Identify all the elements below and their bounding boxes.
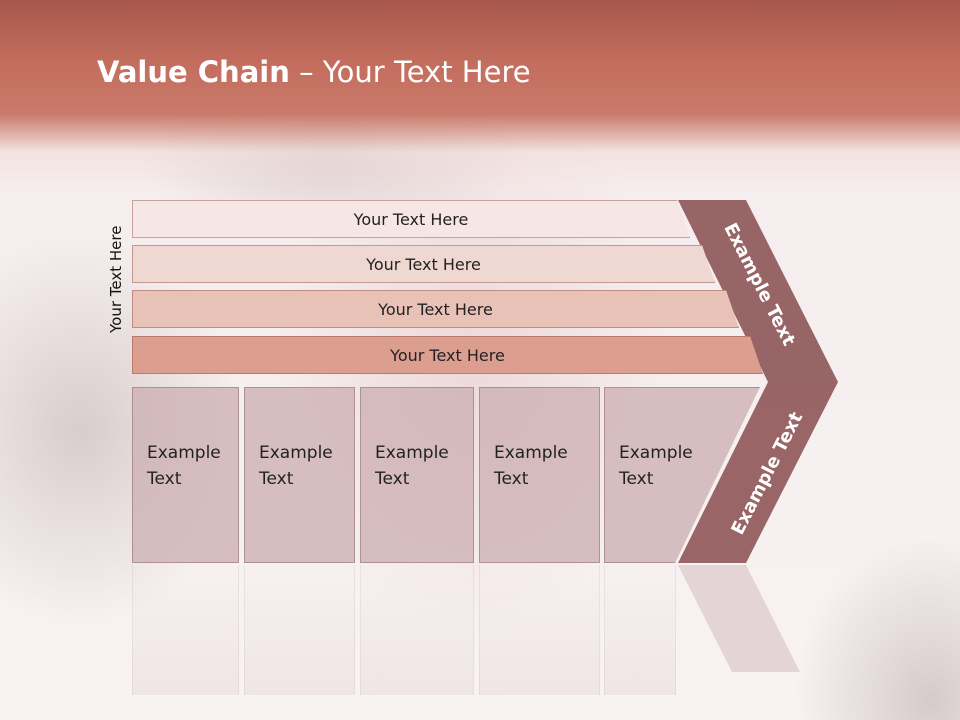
row-bar-1-label: Your Text Here (353, 209, 469, 229)
slide-title: Value Chain – Your Text Here (97, 55, 531, 89)
activity-box-1[interactable]: Example Text (132, 387, 239, 563)
activity-box-4-line2: Text (494, 469, 529, 489)
row-bar-3-label: Your Text Here (378, 299, 493, 319)
row-bar-4[interactable]: Your Text Here (132, 336, 763, 374)
activity-box-4-line1: Example (494, 443, 568, 463)
title-bold: Value Chain (97, 55, 290, 89)
activity-box-4[interactable]: Example Text (479, 387, 600, 563)
activity-box-5-line1: Example (619, 443, 693, 463)
activity-box-2-line2: Text (259, 469, 294, 489)
row-bar-1[interactable]: Your Text Here (132, 200, 690, 238)
chevron-lower-arm (678, 382, 838, 563)
activity-box-2[interactable]: Example Text (244, 387, 355, 563)
title-rest: – Your Text Here (289, 55, 531, 89)
activity-box-2-line1: Example (259, 443, 333, 463)
reflection-box-5 (604, 565, 676, 695)
activity-box-3-line2: Text (375, 469, 410, 489)
activity-box-3-line1: Example (375, 443, 449, 463)
reflection-box-3 (360, 565, 474, 695)
row-bar-2-label: Your Text Here (366, 254, 481, 274)
reflection-box-4 (479, 565, 600, 695)
row-bar-2[interactable]: Your Text Here (132, 245, 715, 283)
activity-box-1-line1: Example (147, 443, 221, 463)
activity-box-1-line2: Text (147, 469, 182, 489)
row-bar-3[interactable]: Your Text Here (132, 290, 739, 328)
reflection-box-1 (132, 565, 239, 695)
header-band (0, 0, 960, 190)
reflection-box-2 (244, 565, 355, 695)
activity-box-5-line2: Text (619, 469, 654, 489)
activity-box-3[interactable]: Example Text (360, 387, 474, 563)
row-bar-4-label: Your Text Here (390, 345, 505, 365)
chevron-reflection (678, 565, 800, 672)
chevron-upper-arm (678, 200, 838, 382)
